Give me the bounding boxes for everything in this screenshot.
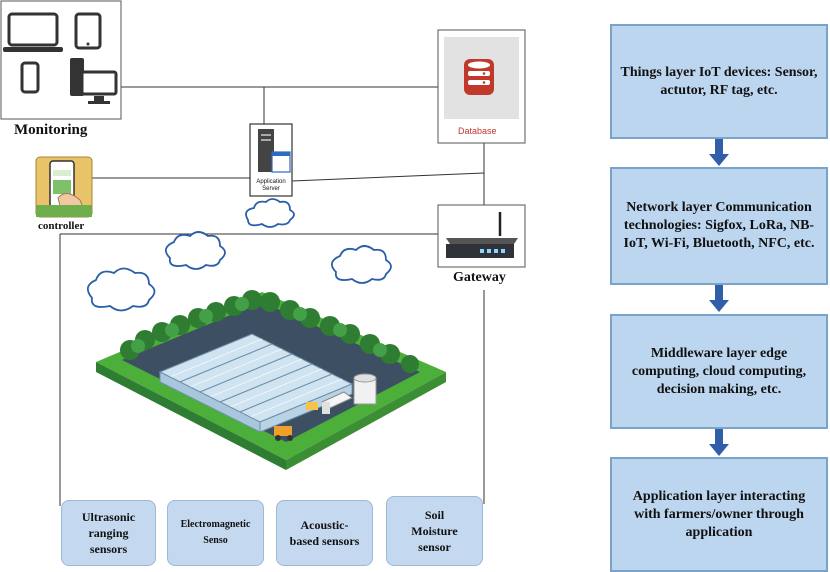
layer-box-application: Application layer interacting with farme… (610, 457, 828, 572)
phone-icon (20, 61, 40, 94)
cloud-icon (86, 267, 156, 312)
laptop-icon (3, 12, 63, 52)
monitoring-devices (0, 0, 122, 120)
sensor-box-electromagnetic: Electromagnetic Senso (167, 500, 264, 566)
application-server-label: Application Server (256, 179, 286, 192)
sensor-box-ultrasonic: Ultrasonic ranging sensors (61, 500, 156, 566)
connection-lines (59, 86, 485, 506)
tablet-icon (74, 12, 102, 50)
cloud-icon (245, 198, 295, 228)
sensor-box-soil-moisture: Soil Moisture sensor (386, 496, 483, 566)
database-icon (437, 29, 526, 144)
monitoring-label: Monitoring (14, 122, 88, 138)
greenhouse-farm-illustration (96, 290, 446, 470)
database-label: Database (458, 126, 497, 136)
cloud-icon (330, 245, 392, 284)
controller-phone-icon (35, 156, 93, 218)
gateway-router-icon (437, 204, 526, 268)
cloud-icon (164, 231, 226, 270)
desktop-icon (70, 58, 118, 104)
down-arrow-icon (709, 429, 729, 456)
application-server-icon (249, 123, 293, 197)
controller-label: controller (38, 220, 85, 232)
sensor-box-acoustic: Acoustic-based sensors (276, 500, 373, 566)
gateway-label: Gateway (453, 270, 506, 285)
layer-box-network: Network layer Communication technologies… (610, 167, 828, 285)
down-arrow-icon (709, 139, 729, 166)
layer-box-things: Things layer IoT devices: Sensor, actuto… (610, 24, 828, 139)
down-arrow-icon (709, 285, 729, 312)
layer-box-middleware: Middleware layer edge computing, cloud c… (610, 314, 828, 429)
